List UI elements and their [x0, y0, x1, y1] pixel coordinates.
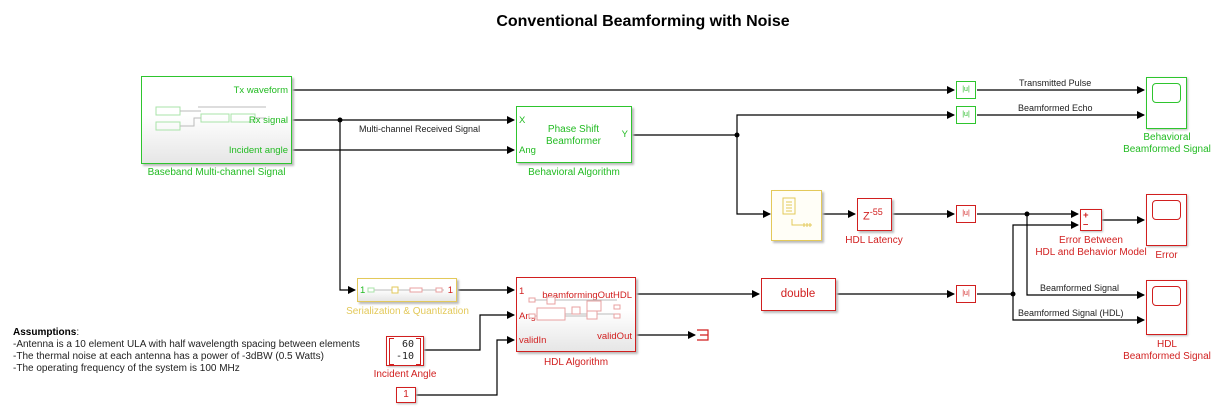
scope-screen-icon: [1152, 200, 1181, 220]
abs-icon: |u|: [962, 111, 970, 118]
port-x: X: [519, 115, 526, 126]
sum-minus-sign: –: [1083, 219, 1089, 230]
sum-plus-sign: +: [1083, 210, 1089, 221]
line-y-up: [736, 111, 955, 135]
subsystem-preview-icon: [528, 296, 621, 321]
scope-hdl-label-1: HDL: [1156, 339, 1177, 350]
latency-label: HDL Latency: [845, 235, 903, 246]
incident-angle-value-2: -10: [395, 351, 414, 362]
sum-label-1: Error Between: [1059, 235, 1123, 246]
serialization-block[interactable]: 1 1: [357, 278, 457, 302]
serialization-port-in: 1: [360, 285, 366, 296]
scope-error-label: Error: [1155, 250, 1178, 261]
latency-block[interactable]: Z-55: [857, 198, 892, 231]
abs-block-hdl[interactable]: |u|: [956, 285, 976, 303]
scope-screen-icon: [1152, 83, 1181, 103]
behavioral-block[interactable]: X Ang Y Phase Shift Beamformer: [516, 106, 632, 163]
buffer-block[interactable]: [771, 190, 822, 241]
abs-block-latency[interactable]: |u|: [956, 205, 976, 223]
subsystem-preview-icon: [367, 286, 444, 294]
signal-label-multichannel: Multi-channel Received Signal: [359, 124, 481, 134]
incident-angle-label: Incident Angle: [373, 369, 437, 380]
incident-angle-value-1: 60: [401, 339, 414, 350]
scope-hdl-label-2: Beamformed Signal: [1123, 351, 1211, 362]
source-block[interactable]: Tx waveform Rx signal Incident angle: [141, 76, 292, 164]
port-ang: Ang: [519, 145, 536, 156]
scope-behavioral[interactable]: [1146, 77, 1187, 129]
notes-line: -The operating frequency of the system i…: [13, 363, 240, 374]
hdl-label: HDL Algorithm: [543, 357, 609, 368]
sum-block[interactable]: + –: [1080, 209, 1102, 231]
signal-label-tx-pulse: Transmitted Pulse: [1019, 78, 1092, 88]
scope-hdl[interactable]: [1146, 280, 1187, 335]
hdl-port-in-1: 1: [519, 286, 525, 297]
line-abs4-sum: [1012, 221, 1079, 294]
subsystem-preview-icon: [155, 106, 266, 131]
double-text: double: [780, 288, 816, 300]
line-const-validin: [416, 336, 515, 396]
port-y: Y: [621, 129, 628, 140]
valid-constant-value: 1: [403, 389, 409, 400]
notes-heading: Assumptions: [13, 327, 77, 338]
signal-label-bf-echo: Beamformed Echo: [1018, 103, 1093, 113]
latency-base: Z: [863, 210, 870, 223]
scope-screen-icon: [1152, 286, 1181, 306]
hdl-port-out-validout: validOut: [597, 331, 632, 342]
line-abs3-branch: [1026, 214, 1145, 299]
line-rx-branch: [339, 120, 356, 294]
buffer-icon: [782, 197, 812, 227]
behavioral-text-2: Beamformer: [545, 136, 601, 147]
hdl-port-in-ang: Ang: [519, 311, 536, 322]
line-y-down: [736, 135, 771, 218]
port-incident-angle: Incident angle: [228, 145, 288, 156]
abs-icon: |u|: [962, 290, 970, 297]
source-label: Baseband Multi-channel Signal: [147, 167, 286, 178]
hdl-port-out-beamforming: beamformingOutHDL: [542, 290, 632, 301]
port-rx-signal: Rx signal: [248, 115, 288, 126]
notes-line: -Antenna is a 10 element ULA with half w…: [13, 339, 360, 350]
scope-error[interactable]: [1146, 194, 1187, 246]
line-incident-ang: [424, 311, 515, 351]
scope-behavioral-label-2: Beamformed Signal: [1123, 144, 1211, 155]
incident-angle-block[interactable]: 60 -10: [386, 336, 424, 366]
abs-icon: |u|: [962, 86, 970, 93]
junction: [1010, 291, 1016, 297]
port-tx-waveform: Tx waveform: [233, 85, 288, 96]
behavioral-label: Behavioral Algorithm: [528, 167, 620, 178]
latency-exponent: -55: [869, 207, 883, 217]
hdl-port-in-validin: validIn: [519, 335, 547, 346]
diagram-title: Conventional Beamforming with Noise: [496, 13, 790, 30]
junction: [734, 132, 740, 138]
valid-constant-block[interactable]: 1: [396, 387, 416, 403]
abs-block-echo[interactable]: |u|: [956, 106, 976, 124]
terminator-icon: [697, 329, 709, 341]
scope-behavioral-label-1: Behavioral: [1143, 132, 1191, 143]
behavioral-text-1: Phase Shift: [547, 124, 600, 135]
hdl-block[interactable]: 1 Ang validIn beamformingOutHDL validOut: [516, 277, 636, 352]
notes-line: -The thermal noise at each antenna has a…: [13, 351, 324, 362]
serialization-label: Serialization & Quantization: [346, 306, 469, 317]
signal-label-bf-signal: Beamformed Signal: [1040, 283, 1120, 293]
junction: [1024, 211, 1030, 217]
double-block[interactable]: double: [761, 278, 836, 311]
assumptions-note: Assumptions: -Antenna is a 10 element UL…: [13, 327, 360, 374]
signal-label-bf-signal-hdl: Beamformed Signal (HDL): [1018, 308, 1124, 318]
junction: [337, 117, 343, 123]
line-abs4-scope: [977, 293, 1145, 324]
sum-label-2: HDL and Behavior Model: [1035, 247, 1147, 258]
serialization-port-out: 1: [447, 285, 453, 296]
abs-icon: |u|: [962, 210, 970, 217]
abs-block-tx[interactable]: |u|: [956, 81, 976, 99]
